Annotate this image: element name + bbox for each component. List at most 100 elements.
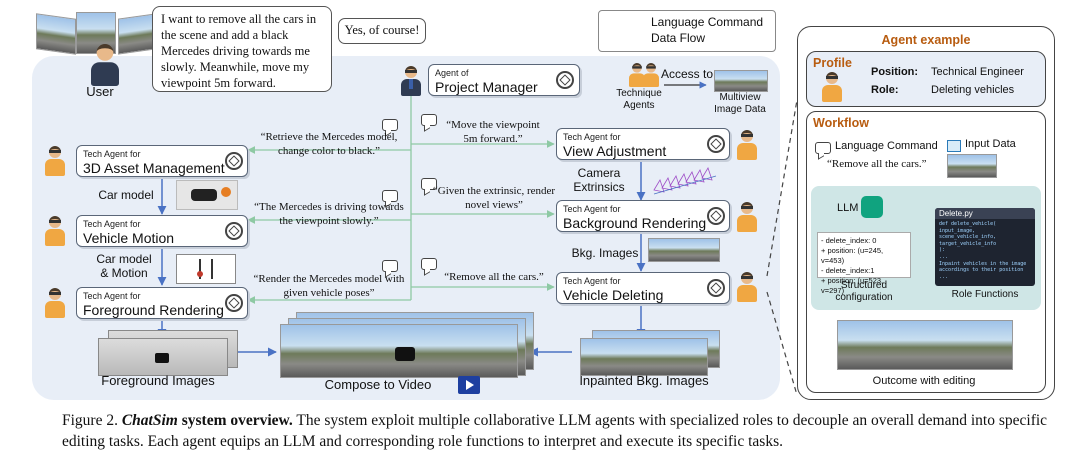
- input-data-label: Input Data: [965, 138, 1016, 150]
- agent-foreground-title: Foreground Rendering: [83, 302, 224, 318]
- agent-motion-title: Vehicle Motion: [83, 230, 175, 246]
- config-line: + position: (u=245, v=453): [821, 246, 884, 265]
- trajectory-line-1: [199, 259, 201, 279]
- command-asset: “Retrieve the Mercedes model, change col…: [260, 131, 398, 157]
- bkg-images-thumb: [648, 238, 720, 262]
- code-line: Inpaint vehicles in the image: [939, 260, 1027, 267]
- reply-bubble: Yes, of course!: [338, 18, 426, 44]
- openai-icon: [707, 135, 725, 153]
- openai-icon: [707, 279, 725, 297]
- config-line: - delete_index: 0: [821, 236, 877, 245]
- llm-label: LLM: [837, 202, 859, 214]
- agent-background-title: Background Rendering: [563, 215, 707, 231]
- caption-bold: system overview.: [181, 412, 293, 429]
- command-foreground: “Render the Mercedes model with given ve…: [253, 273, 405, 299]
- openai-icon: [225, 152, 243, 170]
- file-name: Delete.py: [939, 209, 973, 218]
- agent-foreground-box: Tech Agent for Foreground Rendering: [76, 287, 248, 319]
- structured-config-label: Structured configuration: [835, 280, 893, 303]
- config-line: - delete_index:1: [821, 266, 875, 275]
- position-value: Technical Engineer: [931, 66, 1024, 78]
- openai-icon: [556, 71, 574, 89]
- editor-titlebar: [935, 208, 1035, 219]
- bkg-images-label: Bkg. Images: [571, 246, 639, 260]
- command-motion: “The Mercedes is driving towards the vie…: [254, 201, 404, 227]
- command-view: “Move the viewpoint 5m forward.”: [446, 119, 540, 145]
- agent-motion-tiny: Tech Agent for: [83, 219, 141, 229]
- camera-extrinsics-label: Camera Extrinsics: [573, 166, 625, 194]
- car-shape: [191, 189, 217, 201]
- trajectory-line-2: [211, 259, 213, 279]
- trajectory-dot: [197, 271, 203, 277]
- chat-icon: [382, 119, 398, 131]
- profile-title: Profile: [813, 56, 852, 70]
- camera-frustums-image: [653, 167, 717, 195]
- foreground-image-front: [98, 338, 228, 376]
- workflow-panel: Workflow Language Command Input Data “Re…: [806, 111, 1046, 393]
- access-to-label: Access to: [660, 67, 714, 81]
- asset-agent-avatar: [44, 146, 66, 176]
- car-model-image: [176, 180, 238, 210]
- agent-background-box: Tech Agent for Background Rendering: [556, 200, 730, 232]
- code-line: input_image,: [939, 227, 976, 234]
- code-editor: Delete.py def delete_vehicle( input_imag…: [935, 208, 1035, 286]
- caption-name: ChatSim: [121, 412, 178, 429]
- workflow-title: Workflow: [813, 116, 870, 130]
- user-request-bubble: I want to remove all the cars in the sce…: [152, 6, 332, 92]
- input-data-image: [947, 154, 997, 178]
- example-pointer-bottom: [766, 291, 798, 396]
- chat-icon: [421, 258, 437, 270]
- chat-icon: [382, 190, 398, 202]
- legend-data-label: Data Flow: [651, 31, 706, 45]
- command-background: “Given the extrinsic, render novel views…: [432, 185, 556, 211]
- role-key: Role:: [871, 84, 899, 96]
- outcome-label: Outcome with editing: [872, 375, 976, 387]
- command-deleting: “Remove all the cars.”: [444, 271, 544, 283]
- car-shape: [395, 347, 415, 361]
- role-value: Deleting vehicles: [931, 84, 1015, 96]
- agent-background-tiny: Tech Agent for: [563, 204, 621, 214]
- agent-view-tiny: Tech Agent for: [563, 132, 621, 142]
- reply-text: Yes, of course!: [344, 23, 420, 37]
- user-view-image-3: [118, 13, 156, 55]
- position-key: Position:: [871, 66, 919, 78]
- view-agent-avatar: [736, 130, 758, 160]
- caption-fig: Figure 2.: [62, 412, 118, 429]
- multiview-label: Multiview Image Data: [714, 92, 766, 115]
- play-icon: [466, 380, 474, 390]
- legend: Language Command Data Flow: [598, 10, 776, 52]
- outcome-image: [837, 320, 1013, 370]
- agent-deleting-box: Tech Agent for Vehicle Deleting: [556, 272, 730, 304]
- multiview-image: [714, 70, 768, 92]
- language-command-label: Language Command: [835, 140, 938, 152]
- video-icon: [458, 376, 480, 394]
- car-model-motion-label: Car model & Motion: [96, 252, 152, 280]
- pm-tiny: Agent of: [435, 68, 469, 78]
- blender-icon: [221, 187, 231, 197]
- openai-icon: [861, 196, 883, 218]
- code-line: def delete_vehicle(: [939, 221, 997, 227]
- figure-caption: Figure 2. ChatSim system overview. The s…: [62, 410, 1072, 452]
- compose-label: Compose to Video: [324, 377, 432, 392]
- agent-asset-tiny: Tech Agent for: [83, 149, 141, 159]
- openai-icon: [225, 222, 243, 240]
- user-avatar: [90, 44, 121, 86]
- project-manager-box: Agent of Project Manager: [428, 64, 580, 96]
- agent-motion-box: Tech Agent for Vehicle Motion: [76, 215, 248, 247]
- user-label: User: [86, 84, 114, 99]
- code-line: accordings to their position: [939, 267, 1024, 274]
- openai-icon: [225, 294, 243, 312]
- code-line: ...: [939, 253, 949, 260]
- chat-icon: [815, 142, 831, 154]
- chat-icon: [382, 260, 398, 272]
- example-pointer-top: [766, 99, 798, 277]
- tech-agent-avatar-a: [628, 63, 646, 87]
- openai-icon: [707, 207, 725, 225]
- image-icon: [947, 140, 961, 152]
- car-shape: [155, 353, 169, 363]
- profile-panel: Profile Position: Technical Engineer Rol…: [806, 51, 1046, 107]
- code-line: target_vehicle_info: [939, 240, 997, 247]
- user-request-text: I want to remove all the cars in the sce…: [161, 12, 317, 90]
- example-title: Agent example: [881, 33, 971, 47]
